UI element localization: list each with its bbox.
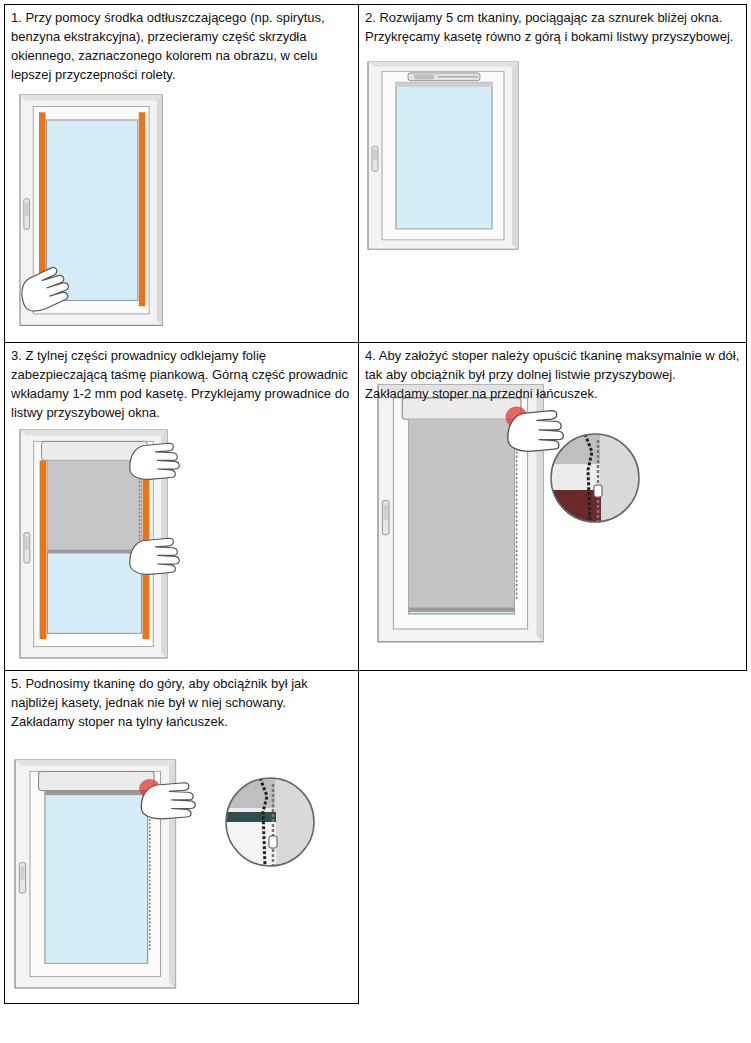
- instruction-text: 2. Rozwijamy 5 cm tkaniny, pociągając za…: [359, 5, 746, 46]
- instruction-text: 3. Z tylnej części prowadnicy odklejamy …: [5, 343, 358, 422]
- instruction-cell: 3. Z tylnej części prowadnicy odklejamy …: [4, 342, 359, 671]
- window-illustration: [368, 62, 518, 249]
- window-illustration: [378, 385, 563, 642]
- zoom-detail: [551, 434, 640, 522]
- instruction-cell: 1. Przy pomocy środka odtłuszczającego (…: [4, 4, 359, 343]
- window-illustration: [20, 430, 179, 658]
- instruction-text: 5. Podnosimy tkaninę do góry, aby obciąż…: [5, 671, 358, 731]
- instruction-text: 1. Przy pomocy środka odtłuszczającego (…: [5, 5, 358, 84]
- zoom-detail: [226, 778, 315, 866]
- window-illustration: [15, 760, 195, 988]
- instruction-cell: 4. Aby założyć stoper należy opuścić tka…: [358, 342, 747, 671]
- instruction-cell: 5. Podnosimy tkaninę do góry, aby obciąż…: [4, 670, 359, 1004]
- window-illustration: [16, 95, 163, 325]
- instruction-text: 4. Aby założyć stoper należy opuścić tka…: [359, 343, 746, 403]
- instruction-cell: 2. Rozwijamy 5 cm tkaniny, pociągając za…: [358, 4, 747, 343]
